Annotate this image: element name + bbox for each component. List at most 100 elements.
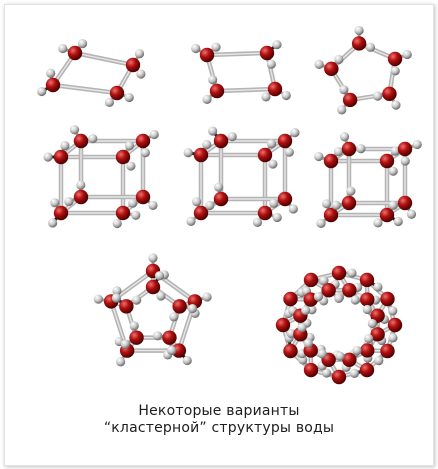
hydrogen-atom: [373, 218, 383, 228]
hydrogen-atom: [268, 159, 278, 169]
oxygen-atom: [135, 189, 151, 205]
hydrogen-atom: [400, 156, 410, 166]
hydrogen-atom: [202, 94, 212, 104]
oxygen-atom: [283, 343, 298, 359]
hydrogen-atom: [373, 91, 383, 101]
hydrogen-atom: [356, 144, 366, 154]
hydrogen-atom: [93, 294, 103, 304]
hydrogen-atom: [347, 268, 357, 278]
oxygen-atom: [321, 283, 336, 298]
hydrogen-bond: [74, 52, 134, 66]
oxygen-atom: [341, 141, 357, 157]
oxygen-atom: [379, 207, 395, 223]
oxygen-atom: [303, 362, 319, 378]
hydrogen-atom: [301, 305, 311, 316]
hydrogen-atom: [128, 198, 138, 208]
hydrogen-atom: [104, 97, 115, 107]
hydrogen-atom: [406, 209, 417, 219]
hydrogen-atom: [335, 351, 345, 361]
cluster-pentagonal-prism-atoms: [93, 253, 212, 367]
hydrogen-atom: [334, 293, 344, 304]
oxygen-atom: [360, 292, 375, 307]
hydrogen-atom: [388, 306, 398, 316]
hydrogen-atom: [58, 43, 68, 54]
oxygen-atom: [277, 133, 293, 149]
hydrogen-atom: [156, 291, 166, 301]
cluster-tetramer-flat: [191, 40, 291, 104]
hydrogen-atom: [314, 151, 324, 162]
oxygen-atom: [341, 195, 357, 211]
hydrogen-atom: [88, 134, 98, 144]
oxygen-atom: [45, 77, 61, 93]
hydrogen-atom: [112, 286, 122, 296]
oxygen-atom: [145, 279, 161, 295]
hydrogen-atom: [148, 253, 158, 263]
oxygen-atom: [125, 57, 141, 73]
hydrogen-atom: [37, 86, 47, 97]
figure-caption: Некоторые варианты “кластерной” структур…: [5, 403, 433, 437]
hydrogen-atom: [154, 271, 165, 281]
hydrogen-atom: [134, 49, 145, 59]
hydrogen-atom: [339, 85, 349, 95]
hydrogen-atom: [214, 182, 224, 192]
cluster-cube-2: [183, 126, 300, 227]
hydrogen-atom: [182, 355, 192, 366]
hydrogen-atom: [350, 295, 360, 305]
hydrogen-atom: [303, 338, 313, 348]
hydrogen-atom: [373, 282, 383, 292]
hydrogen-atom: [388, 166, 398, 176]
cluster-cube-3: [314, 132, 422, 228]
oxygen-atom: [331, 265, 347, 281]
hydrogen-atom: [132, 295, 142, 305]
cluster-fullerene: [275, 265, 403, 385]
hydrogen-atom: [393, 216, 403, 227]
hydrogen-atom: [317, 349, 327, 359]
hydrogen-atom: [124, 92, 134, 103]
oxygen-atom: [267, 81, 283, 97]
oxygen-atom: [370, 327, 385, 342]
oxygen-atom: [115, 149, 131, 165]
oxygen-atom: [397, 141, 413, 157]
oxygen-atom: [277, 191, 293, 207]
oxygen-atom: [193, 205, 209, 221]
oxygen-atom: [209, 83, 225, 99]
hydrogen-atom: [297, 322, 307, 333]
oxygen-atom: [379, 153, 395, 169]
hydrogen-atom: [272, 40, 282, 50]
oxygen-atom: [171, 343, 187, 358]
hydrogen-atom: [352, 345, 362, 356]
cluster-tetramer-atoms: [37, 39, 146, 107]
hydrogen-atom: [319, 276, 329, 286]
hydrogen-atom: [192, 197, 202, 207]
oxygen-atom: [360, 343, 375, 358]
hydrogen-atom: [64, 196, 74, 207]
hydrogen-atom: [390, 146, 400, 156]
hydrogen-atom: [362, 304, 372, 315]
cluster-pentagonal-prism: [93, 253, 212, 367]
hydrogen-atom: [205, 200, 215, 211]
hydrogen-atom: [208, 126, 218, 136]
hydrogen-atom: [346, 186, 356, 196]
hydrogen-atom: [313, 292, 324, 302]
cluster-tetramer: [37, 39, 146, 107]
hydrogen-atom: [314, 59, 324, 69]
hydrogen-atom: [169, 312, 179, 322]
hydrogen-atom: [148, 200, 158, 210]
oxygen-atom: [67, 45, 83, 61]
hydrogen-atom: [390, 66, 400, 76]
hydrogen-atom: [339, 132, 350, 142]
oxygen-atom: [115, 205, 131, 221]
oxygen-atom: [380, 343, 395, 359]
hydrogen-atom: [337, 105, 347, 115]
hydrogen-atom: [124, 141, 135, 151]
oxygen-atom: [359, 362, 375, 378]
hydrogen-atom: [187, 304, 198, 314]
hydrogen-atom: [46, 68, 56, 78]
cluster-pentamer-atoms: [314, 25, 412, 115]
oxygen-atom: [323, 207, 339, 223]
hydrogen-atom: [266, 59, 276, 69]
caption-line-2: “кластерной” структуры воды: [103, 420, 335, 436]
oxygen-atom: [257, 147, 273, 163]
cluster-fullerene-atoms: [275, 265, 403, 385]
oxygen-atom: [387, 317, 403, 333]
